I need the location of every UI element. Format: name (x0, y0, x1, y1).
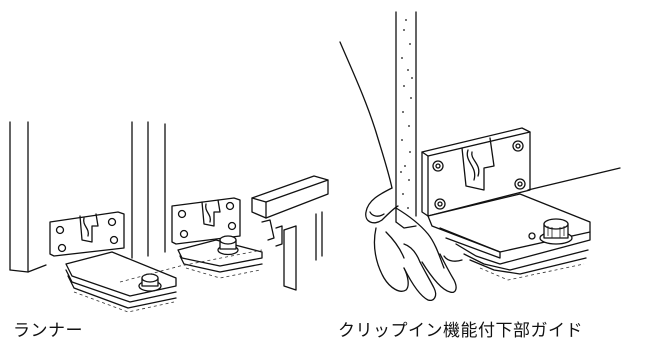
runner-bracket-middle (171, 197, 263, 279)
panel-middle (131, 121, 166, 259)
base-plate (427, 193, 591, 281)
hand (339, 41, 463, 302)
panel-strip (395, 11, 417, 229)
panel-left (9, 121, 47, 273)
table (251, 175, 329, 291)
caption-runner: ランナー (13, 321, 83, 341)
caption-clip-in-lower-guide: クリップイン機能付下部ガイド (338, 321, 583, 341)
clip-in-guide-illustration (339, 11, 621, 302)
runner-illustration (9, 121, 329, 313)
runner-bracket-left (49, 211, 177, 313)
